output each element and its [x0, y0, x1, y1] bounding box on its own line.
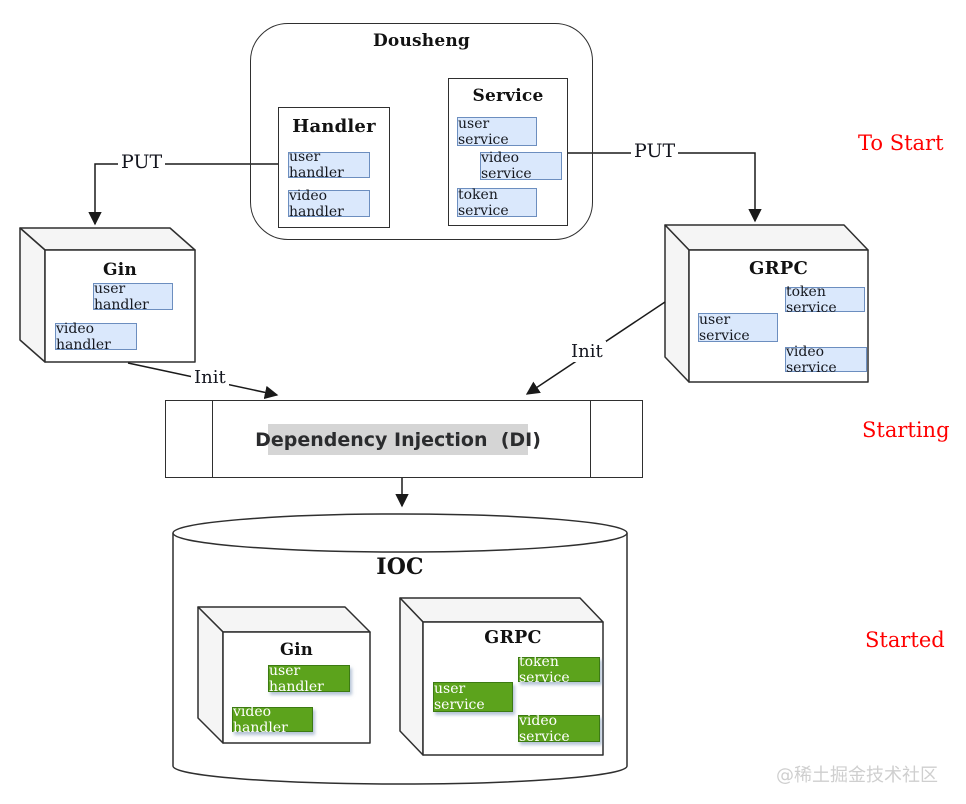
init-left-label: Init — [191, 367, 229, 388]
ioc-grpc-left-face — [399, 597, 424, 756]
put-right-arrow — [568, 152, 762, 223]
stage-started: Started — [865, 628, 945, 652]
service-video-service-chip: video service — [480, 150, 562, 182]
grpc-3d-top-face — [664, 224, 869, 251]
di-label: Dependency Injection (DI) — [255, 424, 541, 455]
grpc-3d-box — [664, 224, 869, 383]
di-bar-left-divider — [212, 400, 213, 478]
ioc-grpc-title: GRPC — [484, 628, 542, 648]
ioc-cylinder-top — [172, 513, 628, 553]
ioc-gin-user-handler-chip: user handler — [268, 663, 350, 695]
gin-user-handler-chip: user handler — [93, 281, 173, 313]
di-bar — [165, 400, 643, 478]
ioc-grpc-video-service-chip: video service — [518, 713, 600, 745]
handler-video-handler-chip: video handler — [288, 188, 370, 220]
handler-user-handler-chip: user handler — [288, 149, 370, 181]
gin-3d-top-face — [19, 227, 196, 251]
service-user-service-chip: user service — [457, 116, 537, 148]
dousheng-title: Dousheng — [372, 31, 471, 51]
ioc-grpc-user-service-chip: user service — [433, 681, 513, 713]
stage-starting: Starting — [862, 418, 950, 442]
ioc-gin-title: Gin — [280, 640, 313, 659]
gin-3d-left-face — [19, 227, 46, 363]
gin-title: Gin — [103, 260, 137, 280]
handler-box — [278, 107, 390, 228]
handler-title: Handler — [292, 116, 376, 137]
ioc-gin-left-face — [197, 606, 224, 744]
watermark: @稀土掘金技术社区 — [776, 765, 938, 786]
grpc-3d-left-face — [664, 224, 690, 383]
ioc-gin-top-face — [197, 606, 371, 633]
ioc-title: IOC — [376, 554, 424, 580]
put-left-arrow — [88, 163, 278, 226]
grpc-token-service-chip: token service — [785, 284, 865, 316]
dousheng-container — [250, 23, 593, 240]
service-title: Service — [472, 86, 544, 106]
gin-video-handler-chip: video handler — [55, 321, 137, 353]
put-right-label: PUT — [631, 140, 679, 162]
stage-to-start: To Start — [858, 131, 944, 155]
ioc-grpc-token-service-chip: token service — [518, 654, 600, 686]
service-box — [448, 78, 568, 226]
grpc-video-service-chip: video service — [785, 344, 867, 376]
di-bar-right-divider — [590, 400, 591, 478]
service-token-service-chip: token service — [457, 187, 537, 219]
init-right-label: Init — [568, 341, 606, 362]
ioc-grpc-top-face — [399, 597, 604, 623]
grpc-title: GRPC — [749, 258, 808, 279]
ioc-gin-video-handler-chip: video handler — [232, 704, 313, 736]
grpc-user-service-chip: user service — [698, 312, 778, 344]
put-left-label: PUT — [118, 151, 166, 173]
